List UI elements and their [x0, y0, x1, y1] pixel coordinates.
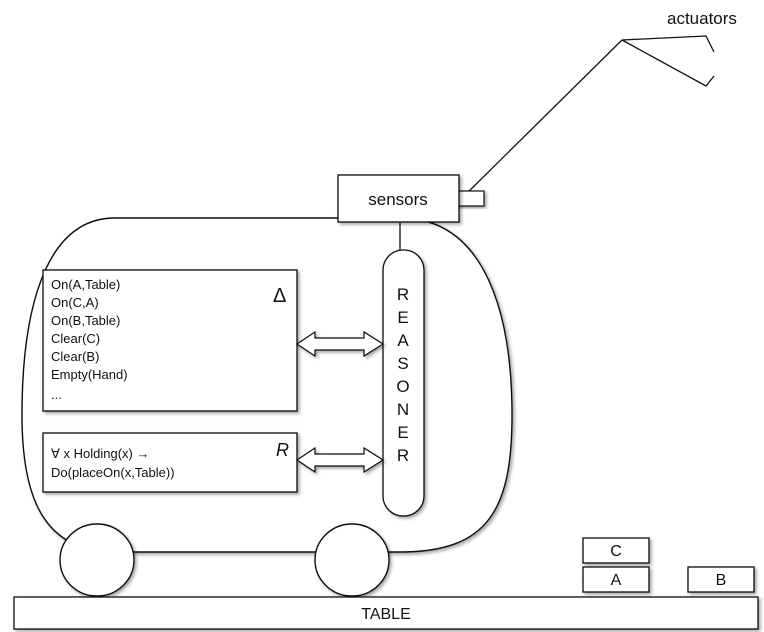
fact-item: On(C,A): [51, 295, 99, 310]
fact-item: On(B,Table): [51, 313, 120, 328]
reasoner-letter: N: [397, 400, 409, 419]
fact-item: Empty(Hand): [51, 367, 128, 382]
block-b-label: B: [716, 572, 727, 589]
actuator-arm: [460, 36, 714, 200]
rule-line: Do(placeOn(x,Table)): [51, 465, 175, 480]
reasoner-letter: R: [397, 446, 409, 465]
reasoner-letter: S: [397, 354, 408, 373]
reasoner-letter: O: [396, 377, 409, 396]
fact-item: Clear(B): [51, 349, 99, 364]
fact-item: Clear(C): [51, 331, 100, 346]
reasoner-letter: R: [397, 285, 409, 304]
right-wheel: [315, 524, 389, 596]
fact-item: ...: [51, 387, 62, 402]
left-wheel: [60, 524, 134, 596]
reasoner-letter: A: [397, 331, 409, 350]
fact-item: On(A,Table): [51, 277, 120, 292]
block-c-label: C: [610, 543, 622, 560]
table-label: TABLE: [361, 606, 411, 623]
rules-symbol: R: [276, 440, 289, 460]
sensors-label: sensors: [368, 190, 428, 209]
reasoner-letter: E: [397, 423, 408, 442]
rules-box: [43, 433, 297, 492]
block-a-label: A: [611, 572, 622, 589]
reasoner-letter: E: [397, 308, 408, 327]
sensor-lens: [458, 191, 484, 206]
rule-line: ∀ x Holding(x) →: [51, 446, 149, 461]
actuators-label: actuators: [667, 9, 737, 28]
delta-symbol: Δ: [273, 285, 286, 307]
